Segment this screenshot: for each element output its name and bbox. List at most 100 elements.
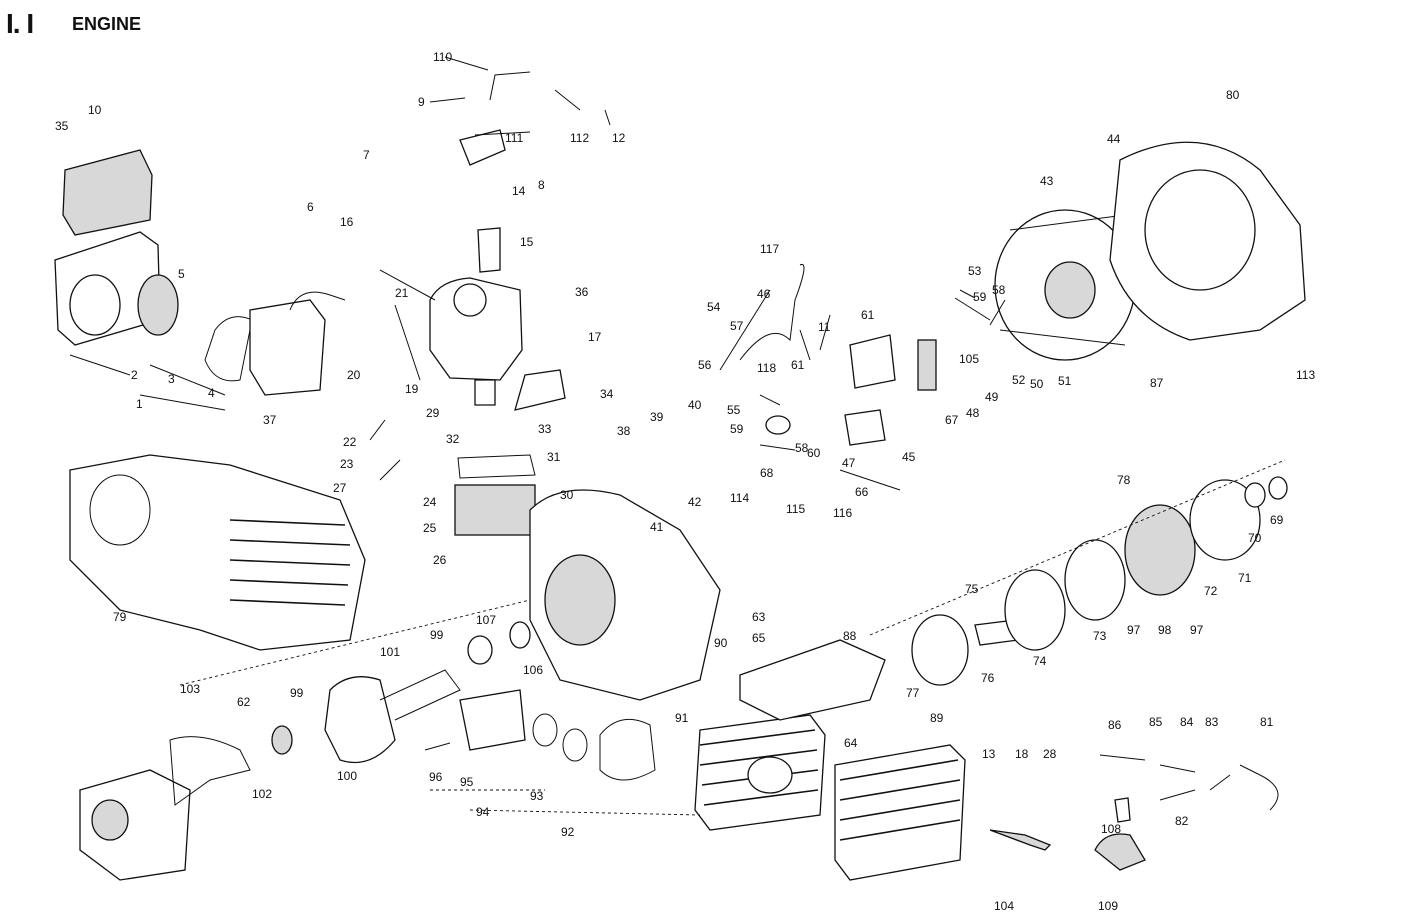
crankshaft-and-piston [271, 669, 656, 781]
part-label: 30 [560, 488, 574, 502]
leader-lines [69, 56, 1286, 816]
part-label: 77 [906, 686, 920, 700]
part-label: 86 [1108, 718, 1122, 732]
part-label: 56 [698, 358, 712, 372]
part-label: 6 [307, 200, 314, 214]
part-label: 61 [861, 308, 875, 322]
part-label: 74 [1033, 654, 1047, 668]
assembled-engine [69, 454, 366, 651]
part-label: 99 [290, 686, 304, 700]
part-label: 104 [994, 899, 1014, 913]
cylinder-head [834, 744, 966, 881]
part-label: 9 [418, 95, 425, 109]
part-label: 102 [252, 787, 272, 801]
part-label: 32 [446, 432, 460, 446]
part-label: 37 [263, 413, 277, 427]
part-label: 85 [1149, 715, 1163, 729]
part-label: 54 [707, 300, 721, 314]
part-label: 88 [843, 629, 857, 643]
part-label: 27 [333, 481, 347, 495]
section-number: I. I [6, 8, 34, 39]
carburetor [249, 71, 566, 536]
part-label: 40 [688, 398, 702, 412]
part-label: 1 [136, 397, 143, 411]
part-label: 94 [476, 805, 490, 819]
part-label: 97 [1127, 623, 1141, 637]
part-label: 60 [807, 446, 821, 460]
part-label: 84 [1180, 715, 1194, 729]
part-label: 70 [1248, 531, 1262, 545]
part-label: 98 [1158, 623, 1172, 637]
part-label: 43 [1040, 174, 1054, 188]
part-label: 46 [757, 287, 771, 301]
part-label: 99 [430, 628, 444, 642]
part-label: 59 [973, 290, 987, 304]
part-label: 59 [730, 422, 744, 436]
part-label: 93 [530, 789, 544, 803]
part-label: 51 [1058, 374, 1072, 388]
pump-housing [79, 736, 251, 881]
part-label: 49 [985, 390, 999, 404]
part-label: 55 [727, 403, 741, 417]
clutch-assembly [911, 476, 1288, 686]
part-label: 50 [1030, 377, 1044, 391]
part-label: 107 [476, 613, 496, 627]
part-label: 106 [523, 663, 543, 677]
part-label: 47 [842, 456, 856, 470]
part-label: 64 [844, 736, 858, 750]
part-label: 44 [1107, 132, 1121, 146]
part-label: 115 [786, 502, 805, 516]
part-label: 24 [423, 495, 437, 509]
part-label: 13 [982, 747, 996, 761]
part-label: 67 [945, 413, 959, 427]
part-label: 11 [818, 320, 831, 334]
part-label: 52 [1012, 373, 1026, 387]
part-label: 112 [570, 131, 589, 145]
fan-cover [1109, 141, 1306, 341]
part-label: 58 [795, 441, 809, 455]
part-label: 92 [561, 825, 575, 839]
part-label: 82 [1175, 814, 1189, 828]
part-label: 108 [1101, 822, 1121, 836]
part-callouts: 1 2 3 4 5 6 7 8 9 10 11 12 13 14 15 16 1… [55, 50, 1315, 913]
part-label: 26 [433, 553, 447, 567]
part-label: 116 [833, 506, 852, 520]
part-label: 87 [1150, 376, 1164, 390]
diagram-title: ENGINE [72, 14, 142, 34]
part-label: 48 [966, 406, 980, 420]
part-label: 53 [968, 264, 982, 278]
part-label: 12 [612, 131, 626, 145]
part-label: 28 [1043, 747, 1057, 761]
part-label: 39 [650, 410, 664, 424]
part-label: 63 [752, 610, 766, 624]
part-label: 78 [1117, 473, 1131, 487]
part-label: 68 [760, 466, 774, 480]
intake-bracket [739, 639, 886, 721]
part-label: 61 [791, 358, 805, 372]
part-label: 109 [1098, 899, 1118, 913]
ignition-coils [739, 263, 937, 446]
part-label: 2 [131, 368, 138, 382]
part-label: 80 [1226, 88, 1240, 102]
part-label: 58 [992, 283, 1006, 297]
part-label: 4 [208, 386, 215, 400]
part-label: 22 [343, 435, 357, 449]
part-label: 97 [1190, 623, 1204, 637]
part-label: 81 [1260, 715, 1274, 729]
part-label: 101 [380, 645, 400, 659]
part-label: 7 [363, 148, 370, 162]
part-label: 72 [1204, 584, 1218, 598]
part-label: 66 [855, 485, 869, 499]
part-label: 111 [505, 131, 524, 145]
part-label: 16 [340, 215, 354, 229]
part-label: 91 [675, 711, 689, 725]
part-label: 96 [429, 770, 443, 784]
part-label: 18 [1015, 747, 1029, 761]
part-label: 57 [730, 319, 744, 333]
part-label: 21 [395, 286, 409, 300]
part-label: 10 [88, 103, 102, 117]
spark-plug-and-caps [989, 754, 1279, 871]
part-label: 3 [168, 372, 175, 386]
